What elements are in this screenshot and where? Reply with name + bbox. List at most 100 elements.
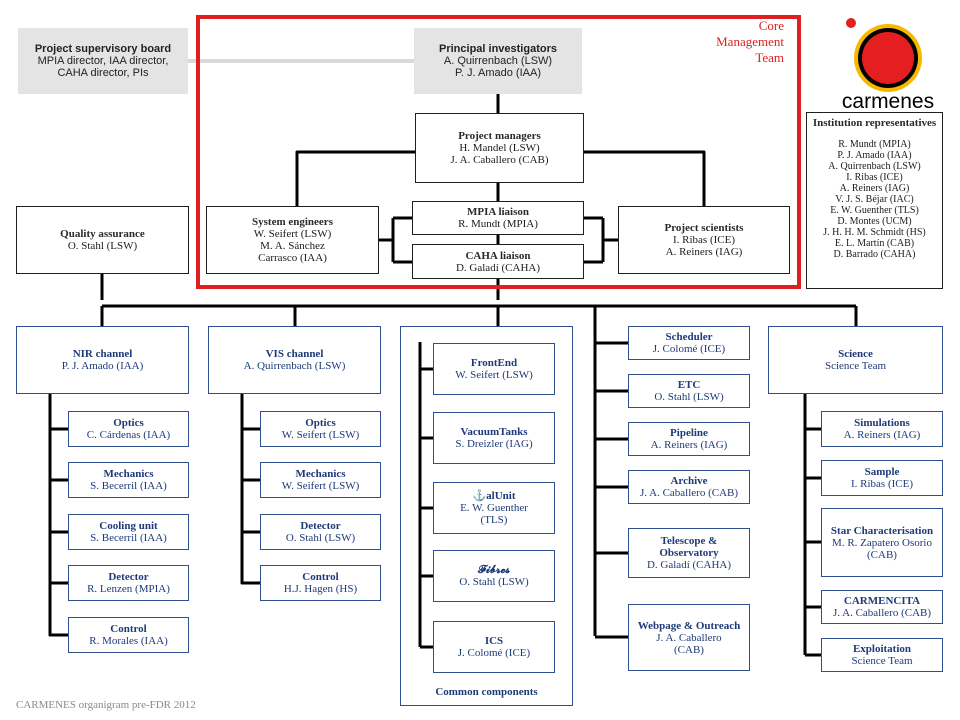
box-title: ETC <box>677 379 701 391</box>
box-title: Star Characterisation <box>830 524 934 537</box>
box-person: A. Reiners (IAG) <box>665 246 743 258</box>
vis-channel-box: VIS channel A. Quirrenbach (LSW) <box>208 326 381 394</box>
box-person: P. J. Amado (IAA) <box>454 67 541 79</box>
box-person: J. Colomé (ICE) <box>652 343 726 355</box>
link-vis-item-0 <box>240 421 260 431</box>
box-person: Science Team <box>824 360 887 372</box>
link-nir-item-3 <box>48 575 68 585</box>
box-title: Optics <box>305 417 336 429</box>
link-vis-item-1 <box>240 472 260 482</box>
box-person: A. Quirrenbach (LSW) <box>443 55 553 67</box>
box-title: Principal investigators <box>439 43 557 55</box>
box-title: Cooling unit <box>99 520 158 532</box>
box-title: Archive <box>670 475 708 487</box>
scheduler-box: Scheduler J. Colomé (ICE) <box>628 326 750 360</box>
box-person: A. Reiners (IAG) <box>843 429 921 441</box>
link-vis-item-2 <box>240 524 260 534</box>
box-person: (CAB) <box>674 643 704 656</box>
archive-box: Archive J. A. Caballero (CAB) <box>628 470 750 504</box>
box-person: A. Quirrenbach (LSW) <box>243 360 346 372</box>
nir-detector-box: Detector R. Lenzen (MPIA) <box>68 565 189 601</box>
link-nir-item-1 <box>48 472 68 482</box>
logo-dot <box>846 18 856 28</box>
etc-box: ETC O. Stahl (LSW) <box>628 374 750 408</box>
ics-box: ICS J. Colomé (ICE) <box>433 621 555 673</box>
box-title: Project scientists <box>664 222 744 234</box>
box-person: J. A. Caballero (CAB) <box>832 607 932 619</box>
carmenes-logo: carmenes <box>842 18 934 113</box>
vis-detector-box: Detector O. Stahl (LSW) <box>260 514 381 550</box>
institution-representatives-box: Institution representatives R. Mundt (MP… <box>806 112 943 289</box>
box-title: ICS <box>484 635 504 647</box>
principal-investigators-box: Principal investigators A. Quirrenbach (… <box>414 28 582 94</box>
box-person: W. Seifert (LSW) <box>253 228 332 240</box>
box-title: Optics <box>113 417 144 429</box>
box-person: I. Ribas (ICE) <box>850 478 913 490</box>
supervisory-board-box: Project supervisory board MPIA director,… <box>18 28 188 94</box>
box-title: Science <box>838 348 873 360</box>
carmencita-box: CARMENCITA J. A. Caballero (CAB) <box>821 590 943 624</box>
box-title: MPIA liaison <box>466 206 530 218</box>
box-title: Project managers <box>458 130 541 142</box>
footer-caption: CARMENES organigram pre-FDR 2012 <box>16 699 196 711</box>
box-title: FrontEnd <box>470 357 518 369</box>
nir-optics-box: Optics C. Cárdenas (IAA) <box>68 411 189 447</box>
box-person: J. Colomé (ICE) <box>457 647 531 659</box>
link-vis-item-3 <box>240 575 260 585</box>
link-nir-item-2 <box>48 524 68 534</box>
representative-entry: J. H. H. M. Schmidt (HS) <box>823 227 926 238</box>
caha-liaison-box: CAHA liaison D. Galadí (CAHA) <box>412 244 584 279</box>
frontend-box: FrontEnd W. Seifert (LSW) <box>433 343 555 395</box>
box-title: ⚓alUnit <box>472 490 516 502</box>
common-components-label: Common components <box>435 686 538 698</box>
box-title: VIS channel <box>265 348 324 360</box>
system-engineers-box: System engineers W. Seifert (LSW) M. A. … <box>206 206 379 274</box>
box-person: C. Cárdenas (IAA) <box>86 429 171 441</box>
box-person: W. Seifert (LSW) <box>281 480 360 492</box>
box-title: CAHA liaison <box>465 249 531 262</box>
box-person: Science Team <box>851 655 913 667</box>
box-person: D. Galadí (CAHA) <box>646 559 731 571</box>
exploitation-box: Exploitation Science Team <box>821 638 943 672</box>
box-person: A. Reiners (IAG) <box>650 439 728 451</box>
logo-red-disc <box>862 32 914 84</box>
box-person: H.J. Hagen (HS) <box>283 583 358 595</box>
representative-entry: I. Ribas (ICE) <box>846 172 903 183</box>
box-title: CARMENCITA <box>843 595 921 607</box>
box-person: M. A. Sánchez <box>260 240 325 252</box>
nir-control-box: Control R. Morales (IAA) <box>68 617 189 653</box>
vis-control-box: Control H.J. Hagen (HS) <box>260 565 381 601</box>
representative-entry: E. L. Martín (CAB) <box>834 238 915 249</box>
box-person: Carrasco (IAA) <box>258 252 327 264</box>
logo-wordmark: carmenes <box>842 90 934 113</box>
fibres-box: 𝓕𝓲𝓫𝓻𝓮𝓼 O. Stahl (LSW) <box>433 550 555 602</box>
box-title: 𝓕𝓲𝓫𝓻𝓮𝓼 <box>477 564 511 576</box>
project-managers-box: Project managers H. Mandel (LSW) J. A. C… <box>415 113 584 183</box>
box-person: CAHA director, PIs <box>57 67 149 79</box>
box-title: VacuumTanks <box>460 426 528 438</box>
box-title: Sample <box>864 466 900 478</box>
link-nir-item-4 <box>48 627 68 637</box>
box-title: Exploitation <box>852 643 912 655</box>
box-person: (CAB) <box>867 548 897 561</box>
common-components-frame <box>400 326 573 706</box>
box-title: Institution representatives <box>812 117 937 129</box>
box-title: System engineers <box>252 216 333 228</box>
core-management-frame <box>196 15 801 289</box>
science-box: Science Science Team <box>768 326 943 394</box>
box-person: P. J. Amado (IAA) <box>61 360 144 372</box>
box-person: W. Seifert (LSW) <box>281 429 360 441</box>
box-title: Control <box>110 623 147 635</box>
box-person: H. Mandel (LSW) <box>459 142 540 154</box>
box-title: Scheduler <box>665 331 713 343</box>
vis-optics-box: Optics W. Seifert (LSW) <box>260 411 381 447</box>
box-person: E. W. Guenther <box>460 502 528 514</box>
box-person: (TLS) <box>480 514 508 526</box>
sample-box: Sample I. Ribas (ICE) <box>821 460 943 496</box>
vacuum-tanks-box: VacuumTanks S. Dreizler (IAG) <box>433 412 555 464</box>
telescope-observatory-box: Telescope & Observatory D. Galadí (CAHA) <box>628 528 750 578</box>
project-scientists-box: Project scientists I. Ribas (ICE) A. Rei… <box>618 206 790 274</box>
box-person: J. A. Caballero (CAB) <box>450 154 549 166</box>
representative-entry: A. Quirrenbach (LSW) <box>828 161 921 172</box>
cal-unit-box: ⚓alUnit E. W. Guenther (TLS) <box>433 482 555 534</box>
